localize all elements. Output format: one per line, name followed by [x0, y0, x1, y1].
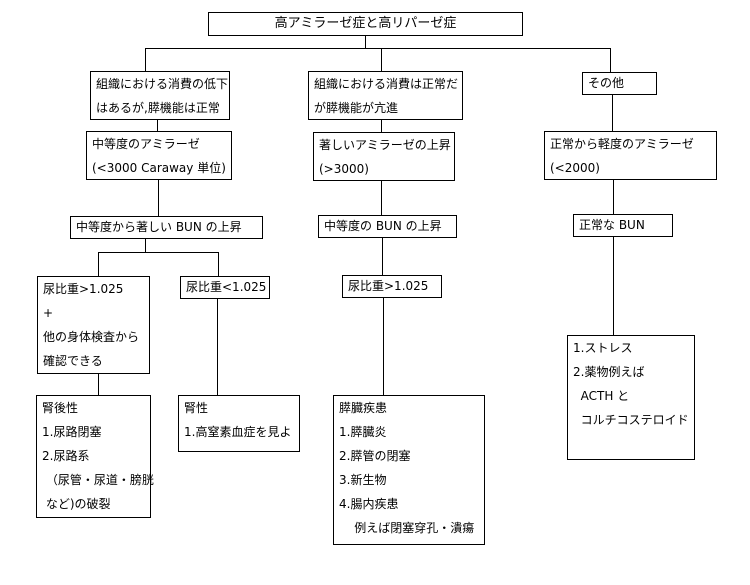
- node-text-line: 組織における消費は正常だ: [314, 77, 459, 91]
- node-text-line: 腎後性: [42, 401, 79, 415]
- node-text-line: 組織における消費の低下: [96, 77, 229, 91]
- node-left-amylase: 中等度のアミラーゼ (<3000 Caraway 単位): [86, 131, 232, 180]
- node-pancreatic: 膵臓疾患 1.膵臓炎 2.膵管の閉塞 3.新生物 4.腸内疾患 例えば閉塞穿孔・…: [333, 395, 485, 545]
- node-text-line: 中等度のアミラーゼ: [92, 137, 200, 151]
- node-right-amylase: 正常から軽度のアミラーゼ (<2000): [544, 131, 717, 180]
- node-text-line: (<2000): [550, 161, 600, 175]
- connector-sg-low-renal: [217, 299, 218, 395]
- connector-root-branch: [145, 48, 611, 49]
- node-text-line: 正常な BUN: [579, 218, 645, 232]
- node-text-line: (<3000 Caraway 単位): [92, 161, 226, 175]
- connector-mid2-mid3: [381, 181, 382, 215]
- node-text-line: 高アミラーゼ症と高リパーゼ症: [274, 16, 457, 31]
- connector-right2-right3: [613, 180, 614, 214]
- node-text-line: 中等度から著しい BUN の上昇: [76, 220, 242, 234]
- node-text-line: 例えば閉塞穿孔・潰瘍: [339, 521, 475, 535]
- connector-mid1-mid2: [381, 120, 382, 132]
- node-text-line: (>3000): [319, 162, 369, 176]
- node-mid-cause: 組織における消費は正常だ が膵機能が亢進: [308, 71, 463, 120]
- node-text-line: 膵臓疾患: [339, 401, 388, 415]
- connector-left3-branch: [98, 252, 219, 253]
- connector-root-stem: [365, 36, 366, 48]
- node-text-line: 1.膵臓炎: [339, 425, 387, 439]
- node-renal: 腎性 1.高窒素血症を見よ: [178, 395, 300, 452]
- node-left-sg-low: 尿比重<1.025: [180, 276, 270, 299]
- node-text-line: はあるが,膵機能は正常: [96, 101, 220, 115]
- node-right-cause: その他: [582, 72, 657, 95]
- node-text-line: 腎性: [184, 401, 209, 415]
- node-left-cause: 組織における消費の低下 はあるが,膵機能は正常: [90, 71, 230, 120]
- node-text-line: が膵機能が亢進: [314, 101, 399, 115]
- node-text-line: 1.ストレス: [573, 341, 633, 355]
- node-left-sg-high: 尿比重>1.025 + 他の身体検査から 確認できる: [37, 276, 150, 374]
- node-text-line: 尿比重>1.025: [43, 282, 124, 296]
- node-title: 高アミラーゼ症と高リパーゼ症: [208, 12, 523, 36]
- node-text-line: 尿比重>1.025: [348, 279, 429, 293]
- node-text-line: 他の身体検査から: [43, 330, 140, 344]
- connector-left3-stem: [145, 239, 146, 252]
- node-text-line: 尿比重<1.025: [186, 280, 267, 294]
- node-mid-bun: 中等度の BUN の上昇: [318, 215, 457, 238]
- connector-left2-left3: [158, 180, 159, 216]
- node-text-line: 1.高窒素血症を見よ: [184, 425, 292, 439]
- connector-drop-sg-low: [218, 252, 219, 276]
- node-mid-amylase: 著しいアミラーゼの上昇 (>3000): [313, 132, 455, 181]
- node-text-line: +: [43, 306, 54, 320]
- node-postrenal: 腎後性 1.尿路閉塞 2.尿路系 （尿管・尿道・膀胱 など)の破裂: [36, 395, 154, 518]
- node-text-line: 2.尿路系: [42, 449, 90, 463]
- connector-right1-right2: [612, 95, 613, 131]
- node-text-line: 2.膵管の閉塞: [339, 449, 411, 463]
- connector-right3-right4: [613, 237, 614, 335]
- node-text-line: 著しいアミラーゼの上昇: [319, 138, 451, 152]
- node-text-line: 3.新生物: [339, 473, 387, 487]
- node-other-causes: 1.ストレス 2.薬物例えば ACTH と コルチコステロイド: [567, 335, 695, 460]
- node-mid-sg: 尿比重>1.025: [342, 275, 442, 298]
- node-text-line: 確認できる: [43, 354, 103, 368]
- node-text-line: 4.腸内疾患: [339, 497, 399, 511]
- node-text-line: など)の破裂: [42, 497, 111, 511]
- node-left-bun: 中等度から著しい BUN の上昇: [70, 216, 263, 239]
- node-text-line: 2.薬物例えば: [573, 365, 645, 379]
- connector-mid3-mid4: [382, 238, 383, 275]
- node-text-line: （尿管・尿道・膀胱: [42, 473, 154, 487]
- node-text-line: 正常から軽度のアミラーゼ: [550, 137, 694, 151]
- node-right-bun: 正常な BUN: [573, 214, 673, 237]
- connector-drop-right: [610, 48, 611, 72]
- connector-sg-high-postrenal: [98, 374, 99, 395]
- connector-drop-middle: [381, 48, 382, 71]
- node-text-line: コルチコステロイド: [573, 413, 689, 427]
- node-text-line: 1.尿路閉塞: [42, 425, 102, 439]
- connector-left1-left2: [157, 120, 158, 131]
- node-text-line: その他: [588, 76, 625, 90]
- connector-drop-left: [145, 48, 146, 71]
- connector-mid4-pancreatic: [383, 298, 384, 395]
- connector-drop-sg-high: [98, 252, 99, 276]
- node-text-line: ACTH と: [573, 389, 630, 403]
- node-text-line: 中等度の BUN の上昇: [324, 219, 442, 233]
